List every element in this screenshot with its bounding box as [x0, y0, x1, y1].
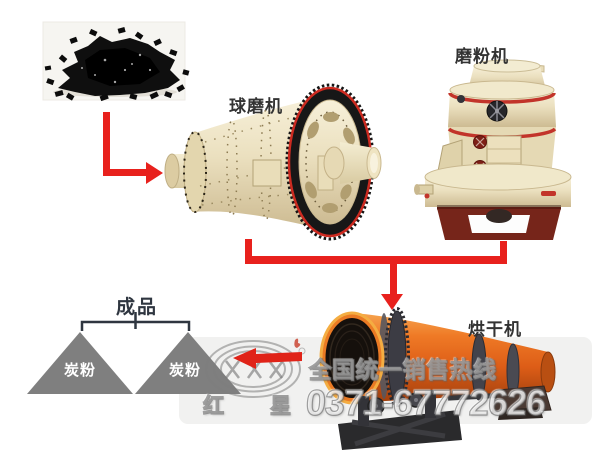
- grinding-mill-illustration: [414, 59, 572, 240]
- sales-hotline-label: 全国统一销售热线: [308, 356, 497, 383]
- brand-char-hong: 红: [202, 394, 226, 418]
- flow-arrow-dryer-to-product: [233, 348, 302, 369]
- ball-mill-illustration: [164, 83, 382, 241]
- product-triangle-left: [27, 332, 133, 394]
- product-bracket: [80, 312, 191, 331]
- logo-flame-mark: [294, 338, 301, 348]
- hotline-phone-number: 0371-67772626: [304, 381, 547, 423]
- flow-arrow-mills-to-dryer: [245, 239, 507, 310]
- charcoal-material-photo: [42, 21, 190, 102]
- flow-arrow-material-to-ball-mill: [103, 112, 163, 184]
- finished-product-label: 成品: [116, 297, 159, 318]
- dryer-label: 烘干机: [468, 320, 522, 339]
- charcoal-glints: [81, 53, 152, 84]
- product-triangle-right: [135, 332, 241, 394]
- brand-logo-watermark: [205, 338, 306, 398]
- ball-mill-label: 球磨机: [229, 97, 283, 116]
- charcoal-granules: [44, 27, 190, 102]
- brand-char-xing: 星: [269, 394, 293, 418]
- powder-label-left: 炭粉: [63, 362, 97, 379]
- grinding-mill-label: 磨粉机: [455, 47, 509, 66]
- end-disc-spoke-holes: [305, 112, 355, 213]
- rotary-dryer-illustration: [319, 307, 556, 450]
- powder-label-right: 炭粉: [168, 362, 202, 379]
